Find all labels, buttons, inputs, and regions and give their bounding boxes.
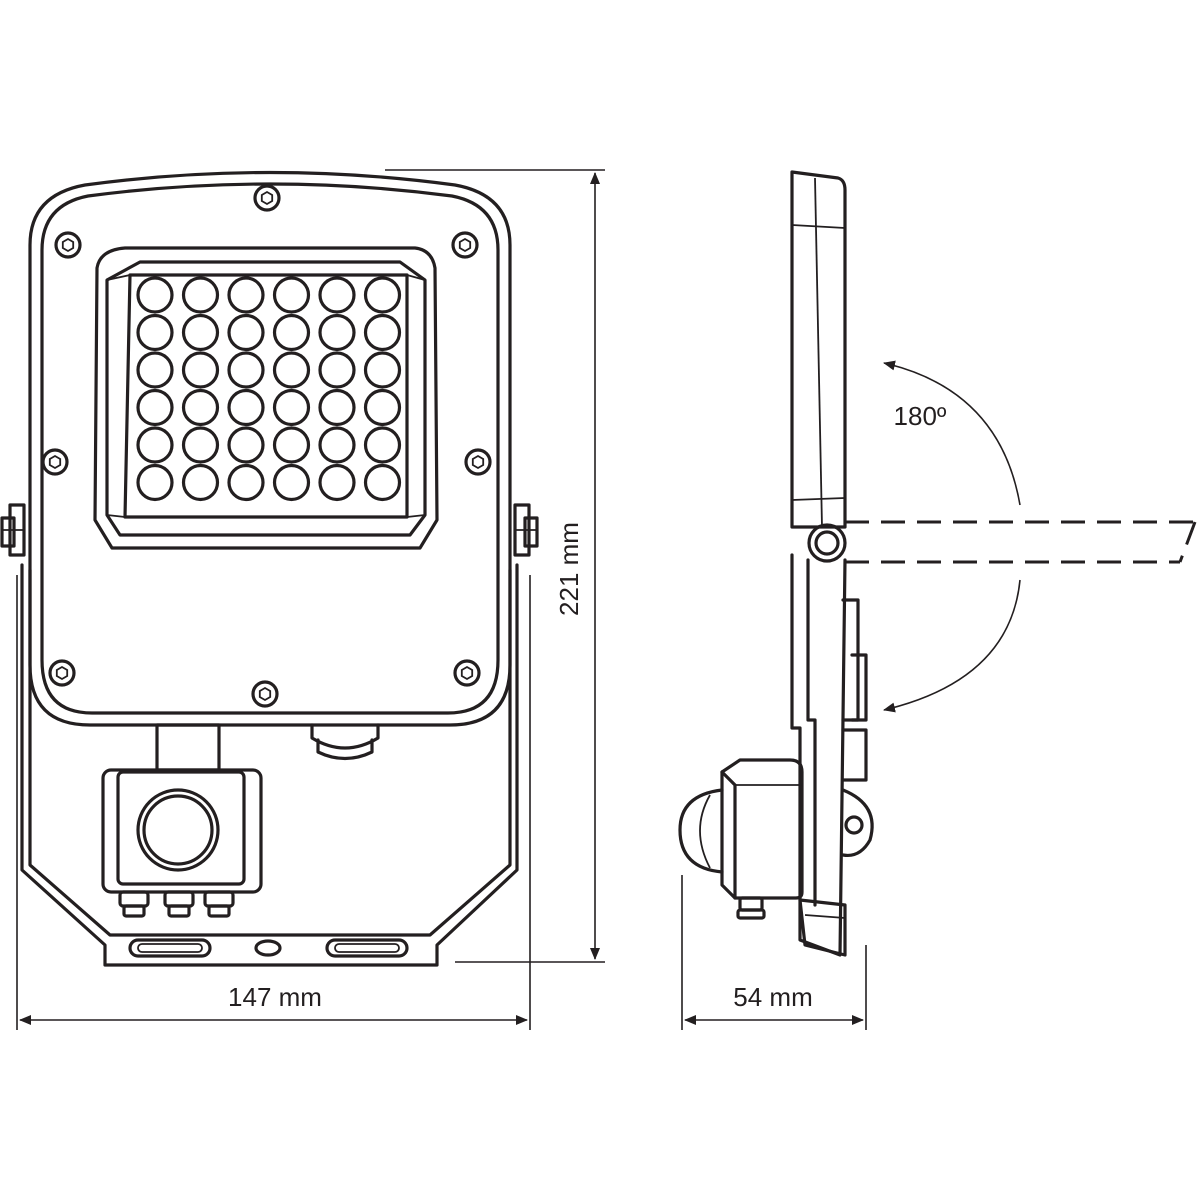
hinge-pivot [807, 523, 847, 563]
led-2-1 [136, 313, 174, 352]
led-1-1 [136, 276, 174, 314]
led-5-2 [181, 426, 220, 464]
led-5-5 [318, 426, 356, 464]
screw-1 [253, 184, 281, 212]
led-6-4 [272, 463, 311, 502]
led-panel-frame [93, 246, 439, 550]
screw-8 [251, 680, 279, 708]
sensor-arm [155, 723, 221, 772]
led-4-1 [136, 388, 174, 427]
led-2-6 [363, 313, 402, 352]
screw-2 [54, 231, 82, 259]
mounting-slot-right [325, 938, 409, 958]
motion-sensor-housing [101, 768, 263, 894]
depth-label: 54 mm [733, 982, 812, 1012]
led-5-1 [136, 426, 174, 464]
led-2-2 [181, 313, 220, 352]
led-array [136, 276, 402, 502]
led-4-6 [363, 388, 402, 427]
led-6-1 [136, 463, 174, 502]
screw-5 [464, 448, 492, 476]
side-body [790, 170, 847, 529]
front-view [0, 170, 539, 967]
led-1-4 [272, 276, 311, 314]
led-5-4 [272, 426, 311, 464]
led-5-6 [363, 426, 402, 464]
led-3-5 [318, 351, 356, 389]
width-dimension [16, 575, 531, 1030]
lamp-body-inner [40, 182, 500, 715]
mounting-slot-left [128, 938, 212, 958]
rotation-indicator [845, 360, 1197, 713]
led-4-5 [318, 388, 356, 427]
height-label: 221 mm [554, 522, 584, 616]
screw-6 [48, 659, 76, 687]
led-6-5 [318, 463, 356, 502]
sensor-connectors [118, 890, 235, 918]
led-3-3 [227, 351, 265, 389]
led-6-2 [181, 463, 220, 502]
led-3-6 [363, 351, 402, 389]
led-3-1 [136, 351, 174, 389]
led-2-4 [272, 313, 311, 352]
depth-dimension [681, 875, 867, 1030]
led-2-3 [227, 313, 265, 352]
screw-3 [451, 231, 479, 259]
side-view [678, 170, 874, 957]
led-6-6 [363, 463, 402, 502]
side-sensor-lens [678, 788, 724, 874]
motion-sensor-lens [136, 788, 220, 872]
screw-7 [453, 659, 481, 687]
mounting-hole [254, 939, 282, 957]
led-1-3 [227, 276, 265, 314]
cable-gland [310, 723, 380, 761]
side-sensor-housing [720, 758, 804, 900]
screw-4 [41, 448, 69, 476]
led-1-6 [363, 276, 402, 314]
led-3-4 [272, 351, 311, 389]
led-1-2 [181, 276, 220, 314]
led-6-3 [227, 463, 265, 502]
screw-group [41, 184, 492, 708]
led-4-2 [181, 388, 220, 427]
led-1-5 [318, 276, 356, 314]
mount-bracket-left [0, 503, 26, 557]
lower-housing [20, 563, 519, 967]
mount-bracket-right [513, 503, 539, 557]
lamp-body-outer [28, 170, 512, 727]
rotation-label: 180º [894, 401, 947, 431]
led-2-5 [318, 313, 356, 352]
led-4-4 [272, 388, 311, 427]
led-4-3 [227, 388, 265, 427]
width-label: 147 mm [228, 982, 322, 1012]
led-3-2 [181, 351, 220, 389]
led-5-3 [227, 426, 265, 464]
